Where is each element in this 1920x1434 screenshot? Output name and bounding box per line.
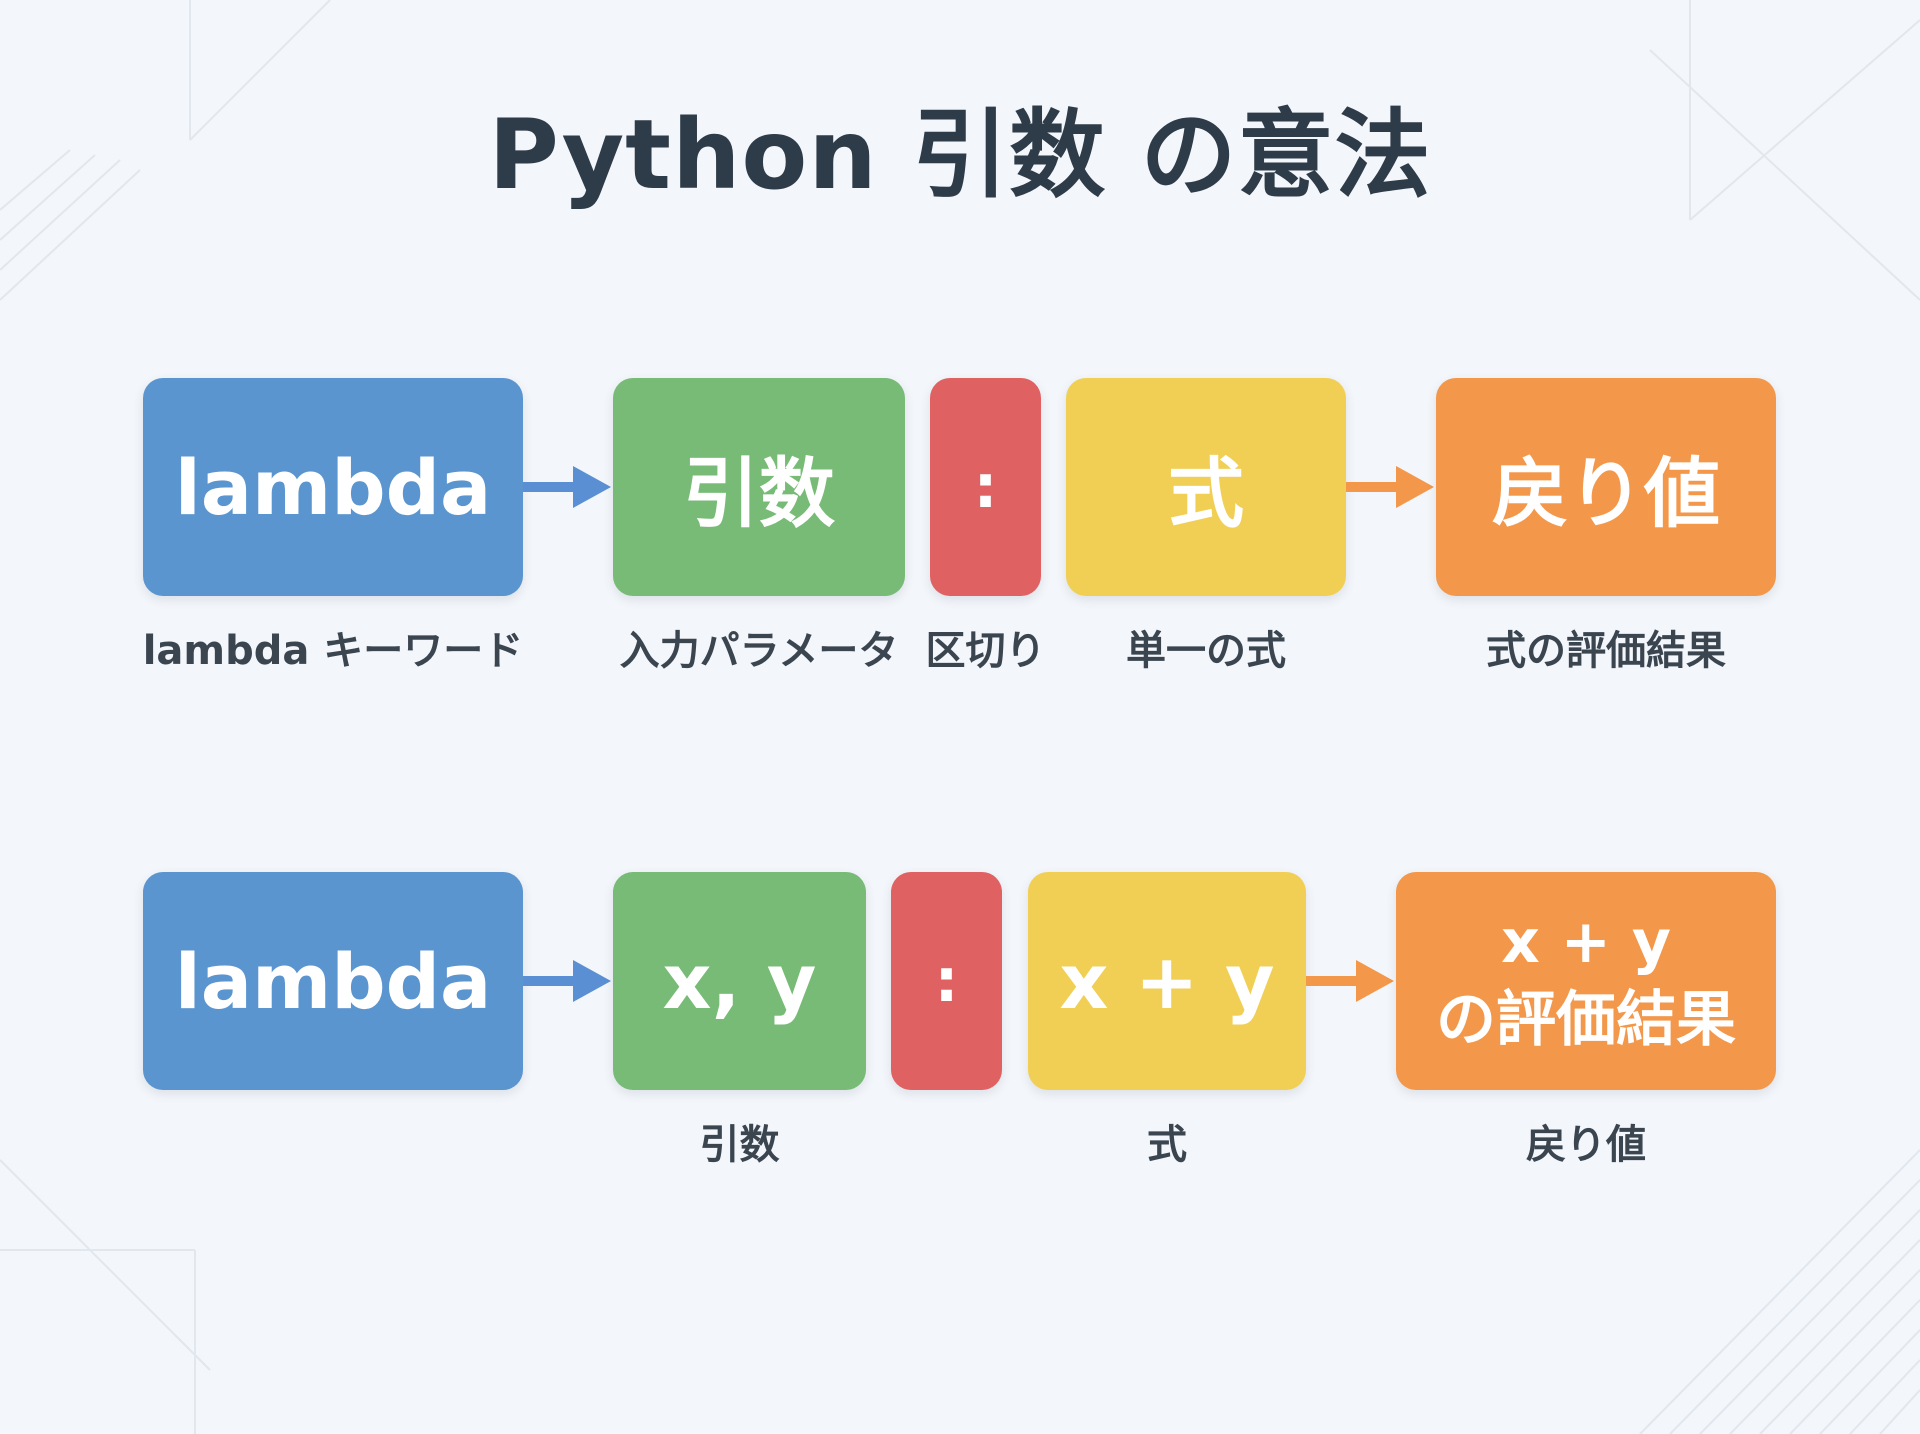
page-title: Python 引数 の意法 [488,99,1432,211]
colon-example-label: : [934,946,959,1016]
return-value-box: 戻り値 [1436,378,1776,596]
lambda-keyword-example-box: lambda [143,872,523,1090]
return-value-example-box: x + y の評価結果 [1396,872,1776,1090]
colon-separator-example-box: : [891,872,1002,1090]
colon-separator-box: : [930,378,1041,596]
args-example-box: x, y [613,872,866,1090]
caption-return-value-example: 戻り値 [1526,1122,1646,1168]
return-value-example-line2: の評価結果 [1436,985,1736,1055]
caption-lambda-keyword: lambda キーワード [142,628,524,674]
args-label: 引数 [683,449,835,538]
caption-single-expression: 単一の式 [1126,628,1286,674]
arrow-right-icon [523,466,611,508]
args-example-label: x, y [662,936,817,1026]
expression-example-box: x + y [1028,872,1306,1090]
lambda-example-label: lambda [174,936,492,1026]
arrow-right-icon [523,960,611,1002]
caption-input-parameters: 入力パラメータ [619,628,899,674]
return-value-label: 戻り値 [1492,449,1720,538]
arrow-right-icon [1306,960,1394,1002]
colon-label: : [973,452,998,522]
caption-evaluation-result: 式の評価結果 [1486,628,1726,674]
expression-example-label: x + y [1059,936,1275,1026]
caption-expression-example: 式 [1147,1122,1187,1168]
lambda-keyword-box: lambda [143,378,523,596]
arrow-right-icon [1346,466,1434,508]
return-value-example-line1: x + y [1501,907,1671,977]
caption-separator: 区切り [925,628,1046,674]
args-box: 引数 [613,378,905,596]
expression-label: 式 [1168,449,1244,538]
caption-args-example: 引数 [699,1122,780,1168]
lambda-keyword-label: lambda [174,442,492,532]
expression-box: 式 [1066,378,1346,596]
